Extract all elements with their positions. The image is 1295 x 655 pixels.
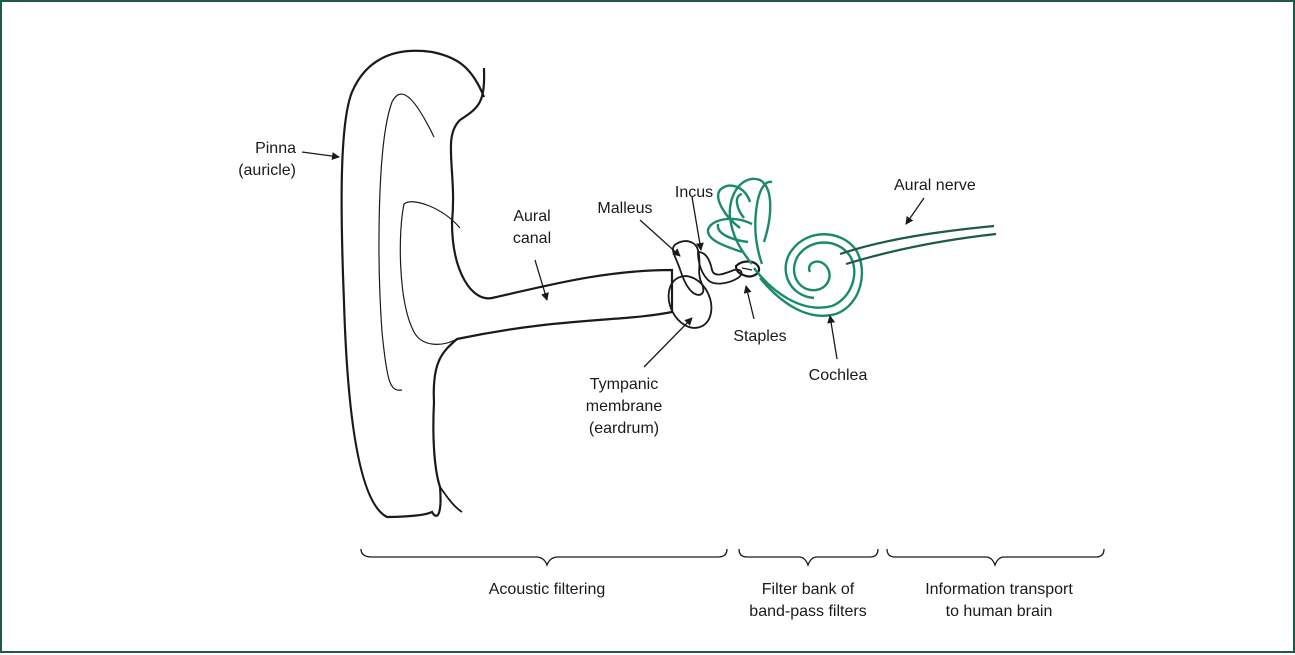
stage-information-transport: Information transport to human brain [894, 579, 1104, 623]
label-incus: Incus [658, 182, 730, 204]
cochlea-spiral [754, 234, 862, 316]
staples-arrow [746, 286, 754, 319]
brace-transport [887, 549, 1104, 565]
incus-arrow [692, 197, 701, 250]
aural-nerve-arrow [906, 198, 924, 224]
label-arrows [302, 152, 924, 367]
stage-acoustic-filtering: Acoustic filtering [442, 579, 652, 601]
pinna-ridge [379, 94, 434, 390]
label-cochlea: Cochlea [798, 365, 878, 387]
malleus-arrow [640, 220, 680, 256]
label-malleus: Malleus [580, 198, 670, 220]
eardrum-arrow [644, 318, 692, 367]
label-staples: Staples [720, 326, 800, 348]
brace-acoustic [361, 549, 727, 565]
aural-canal-arrow [535, 260, 547, 300]
cochlea-arrow [830, 316, 837, 359]
brace-filter-bank [739, 549, 878, 565]
label-aural-canal: Aural canal [492, 206, 572, 250]
stage-filter-bank: Filter bank of band-pass filters [720, 579, 896, 623]
stage-braces [361, 549, 1104, 565]
label-aural-nerve: Aural nerve [894, 175, 1024, 197]
aural-nerve [840, 226, 996, 264]
malleus-bone [673, 241, 703, 295]
pinna-outline [342, 51, 672, 517]
pinna-tail [440, 487, 462, 512]
incus-bone [698, 252, 741, 284]
label-pinna: Pinna (auricle) [202, 138, 296, 182]
eardrum [660, 269, 719, 335]
pinna-arrow [302, 152, 339, 157]
label-tympanic-membrane: Tympanic membrane (eardrum) [570, 374, 678, 440]
